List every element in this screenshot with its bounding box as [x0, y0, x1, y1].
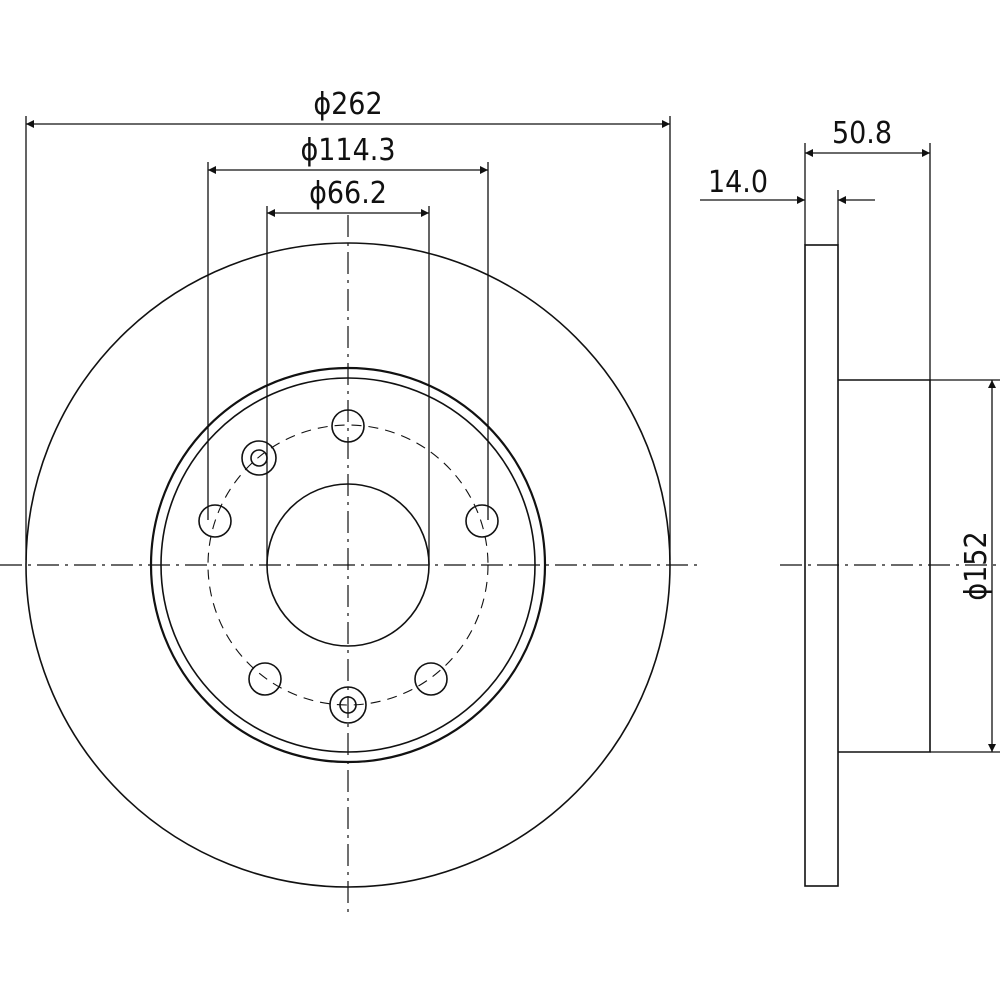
dimension-disc-thickness: 14.0 [700, 165, 875, 245]
disc-section [804, 244, 839, 887]
hat-inner-ring [160, 377, 536, 753]
outer-diameter-label: ϕ262 [313, 87, 382, 122]
dimension-outer-diameter: ϕ262 [25, 87, 671, 560]
dimension-center-bore: ϕ66.2 [266, 176, 430, 565]
front-view [0, 215, 700, 915]
locating-hole-inner [339, 696, 357, 714]
bolt-hole [465, 504, 499, 538]
center-bore-label: ϕ66.2 [309, 176, 387, 211]
bolt-pitch-circle [207, 424, 489, 706]
outer-disc-edge [25, 242, 671, 888]
bolt-hole [198, 504, 232, 538]
hat-diameter-label: ϕ152 [959, 531, 994, 600]
dimension-hat-diameter: ϕ152 [930, 379, 1000, 753]
overall-height-label: 50.8 [832, 116, 892, 151]
dimension-bolt-circle: ϕ114.3 [207, 133, 489, 520]
bolt-hole [414, 662, 448, 696]
hat-section [838, 379, 931, 753]
locating-hole-inner [250, 449, 268, 467]
hat-outer-ring [149, 366, 547, 764]
locating-hole-outer [329, 686, 367, 724]
dimension-overall-height: 50.8 [804, 116, 931, 380]
locating-hole-outer [241, 440, 277, 476]
side-view [780, 244, 1000, 887]
disc-thickness-label: 14.0 [708, 165, 768, 200]
bolt-circle-label: ϕ114.3 [300, 133, 395, 168]
bolt-hole [248, 662, 282, 696]
bolt-hole [331, 409, 365, 443]
